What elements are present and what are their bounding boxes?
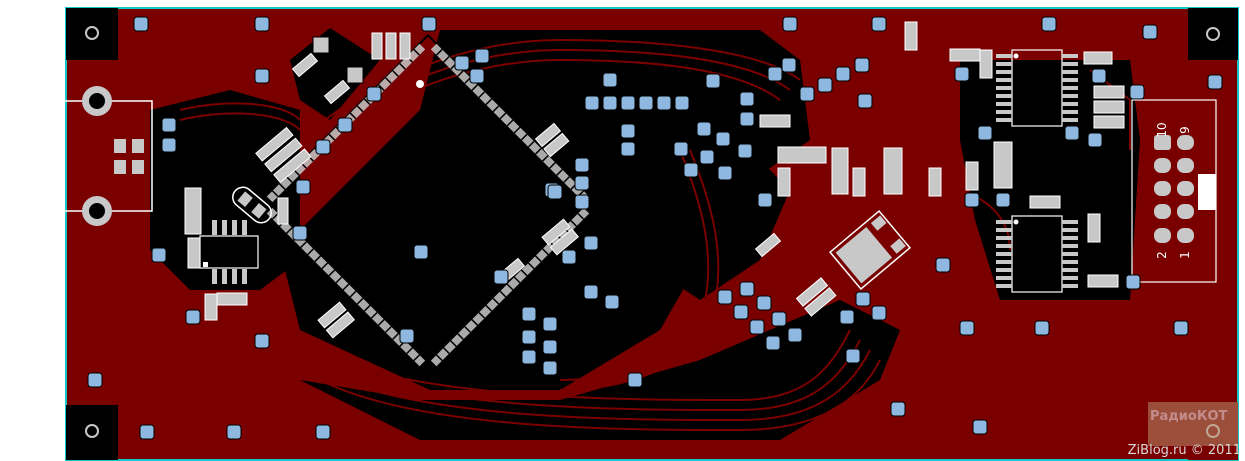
- mounting-hole-top-right: [1188, 8, 1238, 60]
- cpu-keepout: [285, 30, 810, 390]
- driver-ic-bottom: [996, 215, 1078, 293]
- test-pad-2: [346, 66, 364, 84]
- watermark-site: ZiBlog.ru: [1127, 443, 1187, 458]
- passive-group-d: [534, 122, 570, 158]
- mounting-hole-bottom-left: [66, 405, 118, 460]
- crystal: [232, 186, 272, 224]
- passive-group-h: [795, 277, 837, 317]
- watermark-copyright: © 2011: [1190, 443, 1241, 458]
- passive-group-a: [255, 126, 312, 184]
- voltage-regulator: [829, 209, 911, 291]
- logo-text: РадиоКОТ: [1150, 409, 1228, 424]
- driver-ic-top: [996, 49, 1078, 127]
- header-connector-10pin: 10 9 2 1: [1131, 99, 1217, 283]
- pin-label-10: 10: [1155, 122, 1169, 137]
- test-pad: [312, 36, 330, 54]
- watermark-text: ZiBlog.ru © 2011: [1128, 443, 1241, 458]
- passive-group-c: [323, 79, 351, 105]
- smd-passives: [184, 21, 1125, 321]
- passive-group-f: [317, 301, 355, 339]
- radiokot-logo: РадиоКОТ: [1148, 402, 1238, 446]
- usb-driver-ic: [199, 220, 259, 284]
- pin-label-1: 1: [1178, 251, 1192, 259]
- pin-label-9: 9: [1178, 126, 1192, 134]
- vias: [87, 16, 1223, 440]
- mcu-pin1-marker: [416, 80, 424, 88]
- pin-label-2: 2: [1155, 251, 1169, 259]
- passive-group-b: [291, 52, 319, 78]
- usb-connector: [3, 86, 153, 226]
- board-outline: [65, 7, 1239, 461]
- passive-group-e: [541, 218, 579, 256]
- passive-group-i: [754, 232, 782, 258]
- mounting-hole-top-left: [66, 8, 118, 60]
- traces: [179, 38, 1131, 432]
